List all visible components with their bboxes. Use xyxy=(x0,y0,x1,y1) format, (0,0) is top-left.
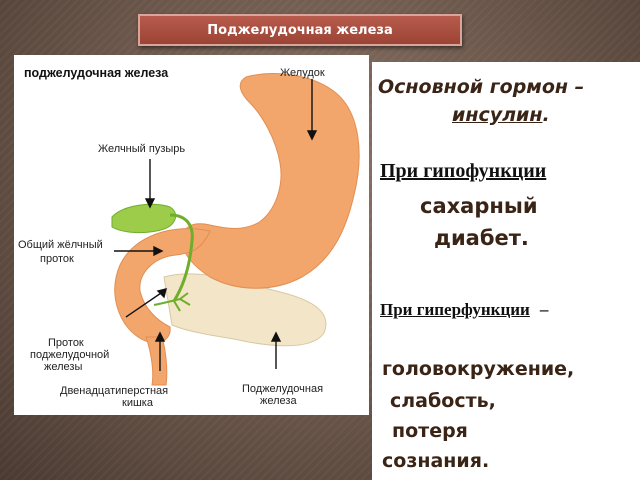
hormone-dot: . xyxy=(542,104,550,126)
gallbladder-shape xyxy=(111,203,177,234)
label-pancreas-1: Поджелудочная xyxy=(242,383,324,395)
hyper-line-3: потеря xyxy=(392,420,468,442)
diagram-title: поджелудочная железа xyxy=(24,66,169,80)
label-pancreas-2: железа xyxy=(260,395,297,407)
label-duodenum-2: кишка xyxy=(122,397,153,409)
duodenum-shape xyxy=(114,228,211,344)
label-gallbladder: Желчный пузырь xyxy=(98,143,186,155)
bile-duct xyxy=(169,213,194,302)
stomach-shape xyxy=(181,73,360,289)
duodenum-descending xyxy=(145,336,168,386)
hypo-heading: При гипофункции xyxy=(380,160,547,182)
label-stomach: Желудок xyxy=(280,67,325,79)
hormone-line-1: Основной гормон – xyxy=(378,76,585,98)
label-duodenum-1: Двенадцатиперстная xyxy=(60,385,169,397)
label-pancreatic-duct-3: железы xyxy=(44,361,83,373)
hormone-insulin: инсулин xyxy=(452,104,543,126)
hypo-line-2: диабет. xyxy=(434,226,529,250)
anatomy-illustration xyxy=(111,73,360,386)
hyper-line-4: сознания. xyxy=(382,450,490,472)
label-common-bile-duct-1: Общий жёлчный xyxy=(18,239,103,251)
label-pancreatic-duct-2: поджелудочной xyxy=(30,349,110,361)
hyper-dash: – xyxy=(539,300,549,319)
slide-title: Поджелудочная железа xyxy=(138,14,462,46)
label-common-bile-duct-2: проток xyxy=(40,253,74,265)
pancreas-diagram: поджелудочная железа Желудок Желчный пуз… xyxy=(14,55,369,415)
hyper-heading: При гиперфункции xyxy=(380,300,530,319)
hypo-line-1: сахарный xyxy=(420,194,538,218)
pancreatic-duct xyxy=(153,292,191,312)
hyper-line-2: слабость, xyxy=(390,390,496,412)
text-panel: Основной гормон – инсулин. При гипофункц… xyxy=(372,62,640,480)
hyper-line-1: головокружение, xyxy=(382,358,575,380)
label-pancreatic-duct-1: Проток xyxy=(48,337,84,349)
